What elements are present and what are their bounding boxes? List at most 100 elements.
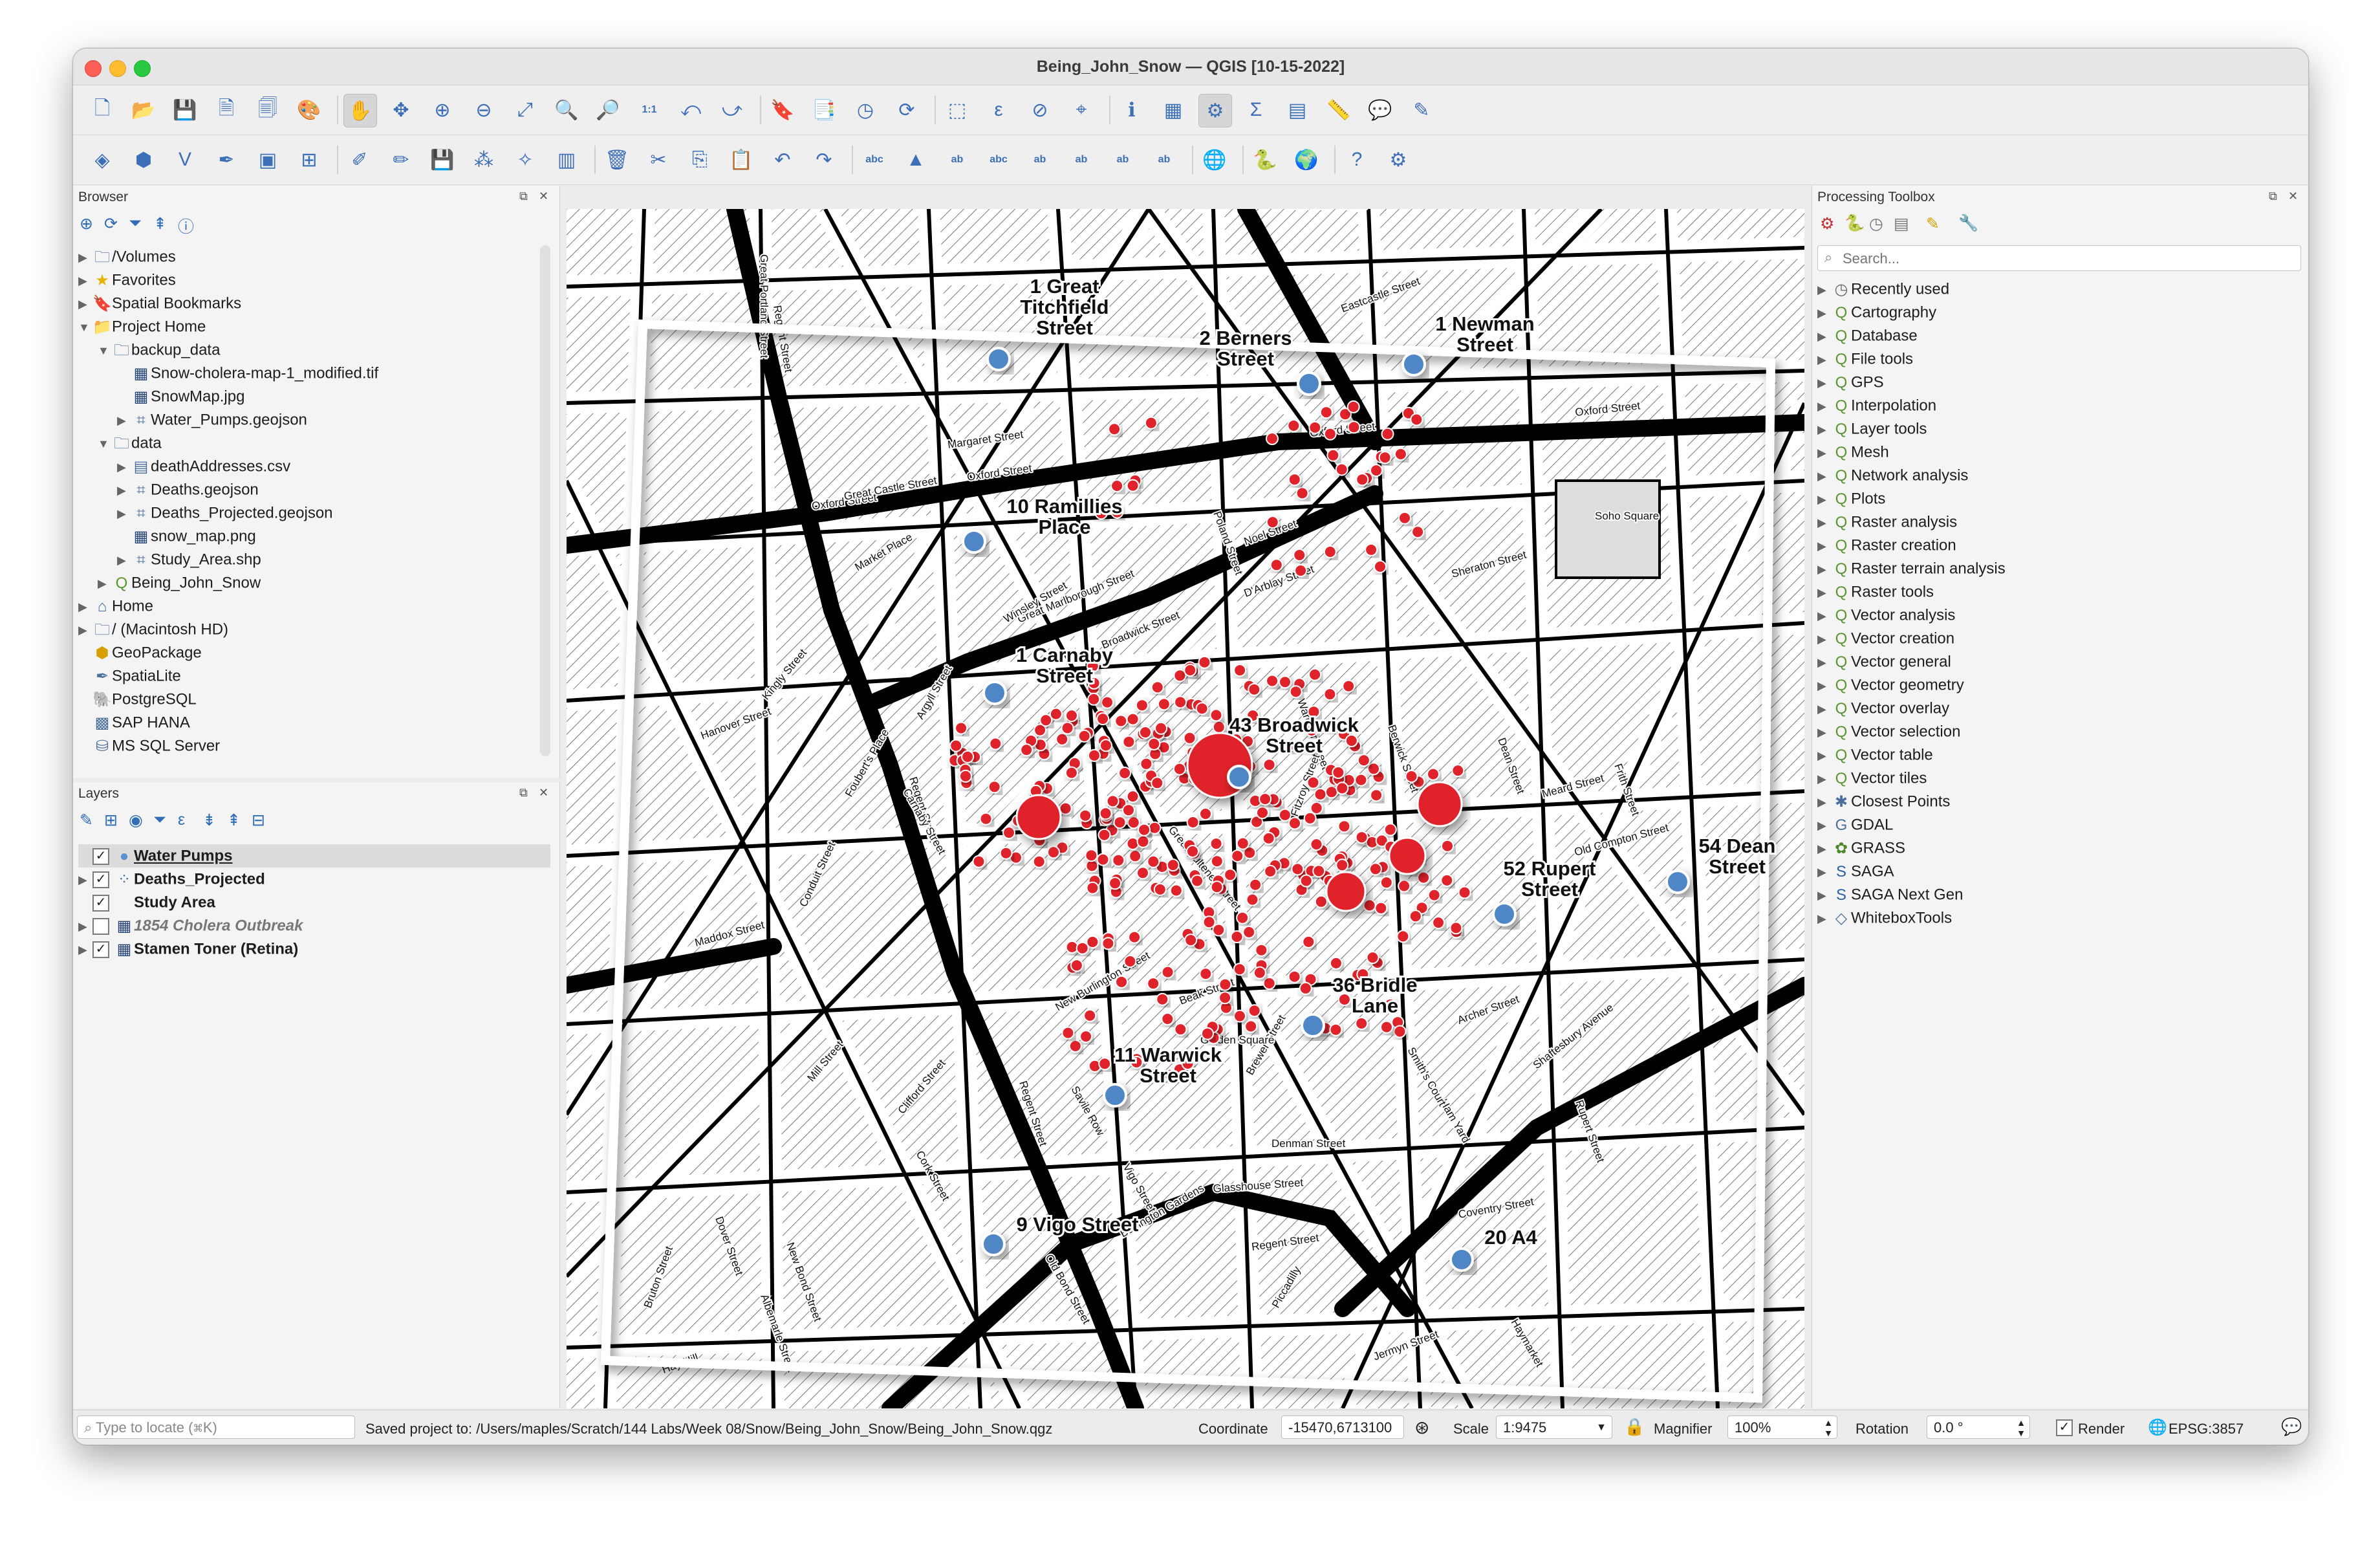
death-point[interactable] [1156,992,1169,1006]
death-point[interactable] [1295,486,1309,500]
death-point[interactable] [1250,815,1264,829]
death-point[interactable] [1336,781,1349,795]
help-icon[interactable]: ? [1351,149,1363,170]
layer-visibility-checkbox[interactable]: ✓ [92,871,109,888]
death-point[interactable] [1375,834,1389,847]
death-point[interactable] [1383,998,1397,1011]
death-point[interactable] [1059,802,1072,815]
death-point[interactable] [1266,432,1279,445]
attribute-table-icon[interactable]: ▦ [1163,99,1183,121]
browser-item[interactable]: ▼🗀backup_data [78,338,378,362]
death-point[interactable] [1243,846,1257,860]
death-point[interactable] [1255,943,1268,957]
new-geopackage-layer-icon[interactable]: ⬢ [135,149,153,171]
death-point[interactable] [961,750,975,763]
death-point[interactable] [1432,916,1445,930]
water-pump-marker[interactable] [1665,869,1690,894]
browser-item[interactable]: ▶⌗Study_Area.shp [78,548,378,571]
collapsed-arrow-icon[interactable]: ▶ [78,919,87,933]
collapsed-arrow-icon[interactable]: ▶ [78,623,87,637]
death-point[interactable] [1291,862,1304,876]
death-point[interactable] [1335,463,1348,476]
digitize-icon[interactable]: ✐ [351,149,368,171]
death-point[interactable] [1370,789,1383,802]
browser-item[interactable]: ▼📁Project Home [78,315,378,338]
death-point[interactable] [1287,419,1301,432]
layer-visibility-checkbox[interactable]: ✓ [92,894,109,912]
death-point[interactable] [1342,679,1356,693]
death-point[interactable] [1126,790,1140,803]
death-point[interactable] [1303,811,1317,825]
death-point[interactable] [1259,792,1272,806]
death-point[interactable] [1201,1027,1214,1040]
collapsed-arrow-icon[interactable]: ▶ [1817,516,1826,529]
info-icon[interactable]: ⓘ [178,218,195,236]
collapsed-arrow-icon[interactable]: ▶ [1817,469,1826,483]
copy-features-icon[interactable]: ⎘ [692,149,708,170]
undo-icon[interactable]: ↶ [774,149,791,171]
collapsed-arrow-icon[interactable]: ▶ [1817,399,1826,413]
death-point[interactable] [1070,959,1083,972]
browser-item[interactable]: ▶🗀/Volumes [78,245,378,268]
death-point[interactable] [1209,708,1223,722]
death-point[interactable] [1368,862,1382,876]
death-point[interactable] [1212,720,1226,734]
scale-field[interactable]: 1:9475▼ [1496,1415,1612,1439]
messages-icon[interactable]: 💬 [2281,1417,2302,1436]
death-point[interactable] [979,812,993,825]
death-point[interactable] [1157,697,1171,711]
collapsed-arrow-icon[interactable]: ▶ [1817,353,1826,366]
death-point[interactable] [989,737,1002,750]
collapsed-arrow-icon[interactable]: ▶ [117,413,126,427]
float-panel-icon[interactable]: ⧉ [519,190,528,202]
identify-icon[interactable]: ℹ [1128,99,1136,121]
death-point[interactable] [1169,884,1183,897]
death-point[interactable] [1367,762,1380,776]
collapsed-arrow-icon[interactable]: ▶ [1817,446,1826,459]
layer-visibility-checkbox[interactable]: ✓ [92,941,109,958]
death-point[interactable] [1270,558,1283,572]
death-point[interactable] [1076,941,1089,955]
browser-item[interactable]: ▶⌂Home [78,595,378,618]
death-point[interactable] [1299,874,1313,888]
death-point[interactable] [1101,937,1115,950]
death-point[interactable] [1108,422,1121,436]
death-point[interactable] [1233,963,1246,976]
zoom-to-layer-icon[interactable]: 🔎 [596,99,620,121]
zoom-last-icon[interactable]: ⤺ [680,99,702,120]
render-checkbox[interactable]: ✓ [2056,1419,2073,1436]
collapsed-arrow-icon[interactable]: ▶ [1817,888,1826,902]
collapsed-arrow-icon[interactable]: ▶ [98,576,107,590]
browser-item[interactable]: ▼🗀data [78,432,378,455]
close-panel-icon[interactable]: ✕ [2288,190,2299,202]
processing-toolbox-icon[interactable]: ⚙ [1198,94,1232,127]
death-point[interactable] [1266,516,1279,529]
death-point[interactable] [1278,808,1292,822]
browser-item[interactable]: ✒SpatiaLite [78,664,378,688]
death-point[interactable] [1347,400,1360,413]
collapsed-arrow-icon[interactable]: ▶ [1817,749,1826,762]
layer-item[interactable]: ▶▦1854 Cholera Outbreak [78,914,550,937]
death-point[interactable] [1304,740,1318,754]
collapsed-arrow-icon[interactable]: ▶ [1817,562,1826,576]
death-point[interactable] [1306,776,1320,789]
death-point[interactable] [1147,855,1160,868]
death-point[interactable] [1061,721,1074,735]
death-point[interactable] [1061,1026,1075,1040]
death-point[interactable] [1099,739,1112,752]
death-point[interactable] [1020,743,1033,757]
death-point[interactable] [1323,427,1337,441]
collapsed-arrow-icon[interactable]: ▶ [78,943,87,956]
death-point[interactable] [1427,888,1441,902]
death-point[interactable] [1140,757,1153,770]
rotate-label-icon[interactable]: ab [1116,154,1129,165]
death-point[interactable] [1129,849,1142,863]
death-point[interactable] [1312,864,1326,878]
death-point[interactable] [1383,823,1397,836]
modify-attributes-icon[interactable]: ▥ [557,149,576,171]
